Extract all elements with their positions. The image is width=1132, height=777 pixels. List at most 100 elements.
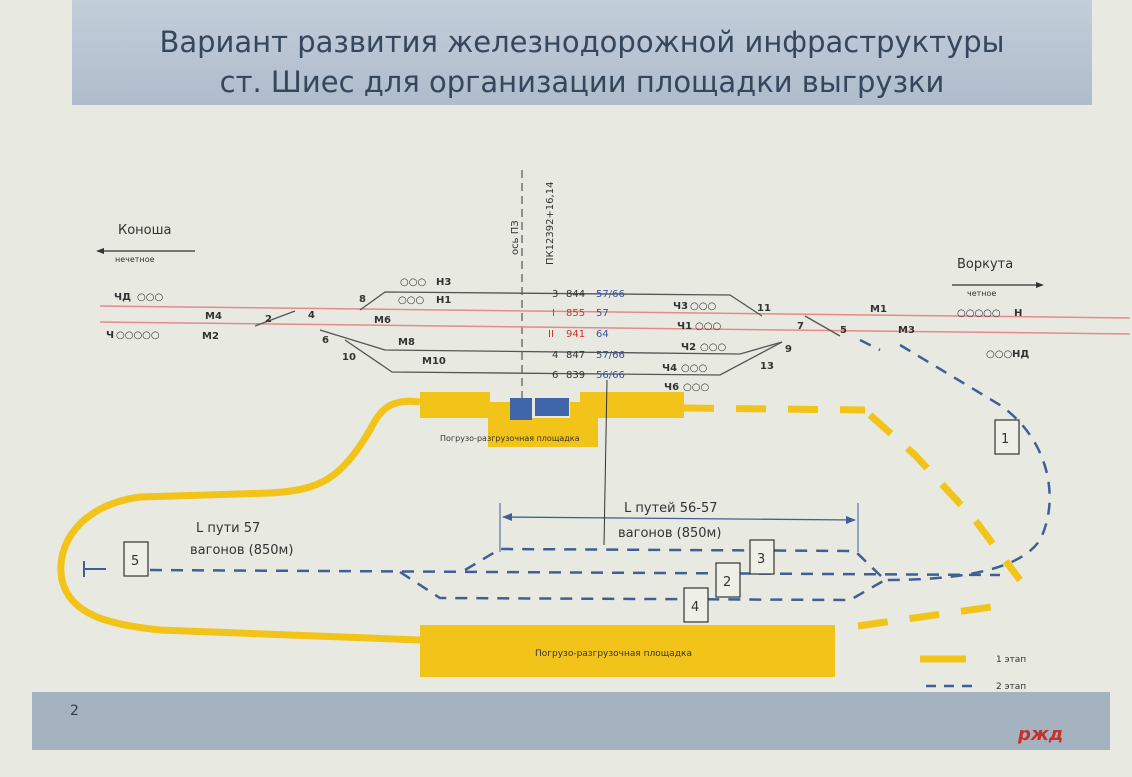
slide-title: Вариант развития железнодорожной инфраст… (72, 22, 1092, 102)
svg-text:941: 941 (566, 329, 585, 340)
legend-stage2-label: 2 этап (996, 682, 1026, 692)
svg-text:4: 4 (308, 310, 315, 321)
signal-label: М10 (422, 356, 446, 367)
picket-label: ПК12392+16,14 (545, 182, 556, 265)
signal-label: М6 (374, 315, 391, 326)
title-line-2: ст. Шиес для организации площадки выгруз… (219, 65, 945, 99)
svg-text:○○○: ○○○ (398, 295, 424, 306)
track-label-3: 3 844 57/66 (552, 289, 625, 300)
svg-text:57/66: 57/66 (596, 350, 625, 361)
arrow-head-icon (502, 513, 512, 521)
signal-label: М3 (898, 325, 915, 336)
main-track-II (99, 321, 1131, 335)
svg-text:○○○: ○○○ (695, 321, 721, 332)
signal-label: М1 (870, 304, 887, 315)
signal-label: ЧД (114, 292, 131, 303)
signal-label: М2 (202, 331, 219, 342)
svg-text:I: I (552, 308, 555, 319)
title-bar (72, 0, 1092, 105)
svg-text:5: 5 (131, 554, 139, 569)
svg-text:4: 4 (552, 350, 558, 361)
svg-text:57: 57 (596, 308, 609, 319)
platform-label-top: Погрузо-разгрузочная площадка (440, 434, 580, 443)
track-3 (359, 291, 763, 317)
stage1-dashed-track (867, 412, 1023, 583)
direction-right-label: четное (967, 289, 996, 298)
stage1-dashed-track (857, 600, 1013, 630)
svg-text:57/66: 57/66 (596, 289, 625, 300)
arrow-head-icon (96, 248, 104, 254)
svg-text:4: 4 (691, 600, 699, 615)
stage2-tracks (149, 338, 1051, 602)
svg-text:64: 64 (596, 329, 609, 340)
svg-text:11: 11 (757, 303, 771, 314)
signal-label: Ч6 (664, 382, 679, 393)
stage-box-4: 4 (683, 587, 709, 623)
svg-text:3: 3 (552, 289, 558, 300)
signal-label: Ч2 (681, 342, 696, 353)
svg-text:9: 9 (785, 344, 792, 355)
svg-text:2: 2 (265, 314, 272, 325)
rzd-logo: ржд (1017, 724, 1063, 745)
stage1-dashed-track (683, 404, 866, 414)
title-line-1: Вариант развития железнодорожной инфраст… (159, 25, 1005, 59)
switch-numbers: 2 4 6 8 10 7 5 9 11 13 (265, 294, 847, 372)
svg-text:○○○○○: ○○○○○ (116, 330, 160, 341)
left-label-2: вагонов (850м) (190, 543, 293, 558)
svg-text:56/66: 56/66 (596, 370, 625, 381)
svg-text:7: 7 (797, 321, 804, 332)
stage-box-5: 5 (123, 541, 149, 577)
signal-labels: ЧД ○○○ Ч ○○○○○ М4 М2 ○○○ Н3 ○○○ Н1 М6 М8… (106, 277, 1029, 393)
dim-label-2: вагонов (850м) (618, 526, 721, 541)
crossover-7-5 (804, 315, 841, 337)
page-number: 2 (70, 703, 79, 719)
svg-text:5: 5 (840, 325, 847, 336)
building (510, 398, 532, 420)
track-4 (319, 329, 783, 355)
signal-label: Ч3 (673, 301, 688, 312)
svg-text:8: 8 (359, 294, 366, 305)
svg-text:○○○: ○○○ (400, 277, 426, 288)
svg-text:844: 844 (566, 289, 585, 300)
arrow-head-icon (846, 516, 856, 524)
axis-label: ось ПЗ (510, 220, 521, 255)
left-label-1: L пути 57 (196, 521, 260, 536)
crossover-2-4 (254, 310, 296, 327)
svg-text:○○○○○: ○○○○○ (957, 308, 1001, 319)
signal-label: Ч4 (662, 363, 677, 374)
svg-text:855: 855 (566, 308, 585, 319)
main-track-I (99, 305, 1131, 319)
signal-label: НД (1012, 349, 1029, 360)
track-label-I: I 855 57 (552, 308, 609, 319)
svg-text:2: 2 (723, 575, 731, 590)
arrow-head-icon (1036, 282, 1044, 288)
stage-box-3: 3 (749, 539, 775, 575)
loading-platform-top (420, 392, 684, 447)
building (535, 398, 569, 416)
signal-label: Ч (106, 330, 114, 341)
svg-text:○○○: ○○○ (700, 342, 726, 353)
legend-stage1-label: 1 этап (996, 655, 1026, 665)
signal-label: Н (1014, 308, 1022, 319)
signal-label: М4 (205, 311, 222, 322)
signal-label: Н3 (436, 277, 451, 288)
legend: 1 этап 2 этап (920, 655, 1026, 692)
svg-text:13: 13 (760, 361, 774, 372)
stage-box-2: 2 (715, 562, 741, 598)
svg-text:○○○: ○○○ (683, 382, 709, 393)
svg-text:3: 3 (757, 552, 765, 567)
svg-text:○○○: ○○○ (986, 349, 1012, 360)
dimension-line (502, 516, 856, 521)
signal-label: М8 (398, 337, 415, 348)
svg-text:○○○: ○○○ (681, 363, 707, 374)
platform-label-bottom: Погрузо-разгрузочная площадка (535, 649, 692, 659)
svg-text:○○○: ○○○ (690, 301, 716, 312)
stage1-loop-track (57, 397, 421, 644)
track-6 (344, 339, 783, 376)
svg-text:○○○: ○○○ (137, 292, 163, 303)
signal-label: Н1 (436, 295, 451, 306)
